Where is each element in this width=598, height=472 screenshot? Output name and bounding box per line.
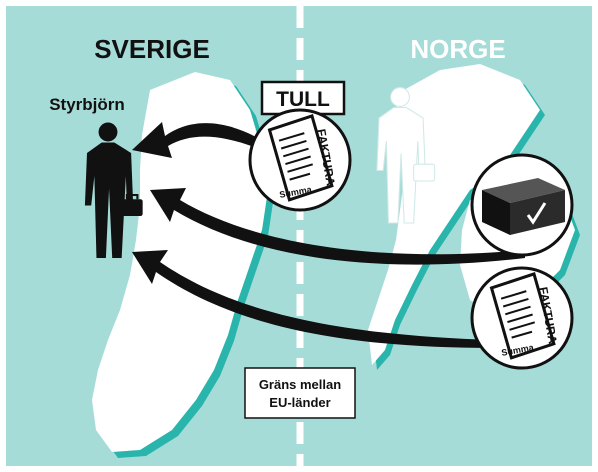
person-name-styrbjorn: Styrbjörn [49,95,125,114]
package-circle [470,153,574,257]
businessman-icon [376,87,436,224]
person-name-nore: Nore [439,91,478,110]
customs-invoice: FAKTURA Summa [248,108,352,212]
customs-label: TULL [276,88,330,111]
border-note-line1: Gräns mellan [259,377,341,392]
flow-arrows [132,122,525,348]
export-invoice: FAKTURA Summa [470,266,574,370]
border-note-line2: EU-länder [269,395,330,410]
arrow-invoice2-to-buyer [132,250,495,348]
sweden-landmass [92,72,274,458]
businessman-icon [84,122,143,258]
arrow-invoice-to-buyer [132,122,265,158]
arrow-package-to-buyer [150,188,525,265]
country-label-sweden: SVERIGE [94,34,210,64]
border-note: Gräns mellan EU-länder [244,367,356,419]
package-icon [482,178,565,235]
country-label-norway: NORGE [410,34,505,64]
